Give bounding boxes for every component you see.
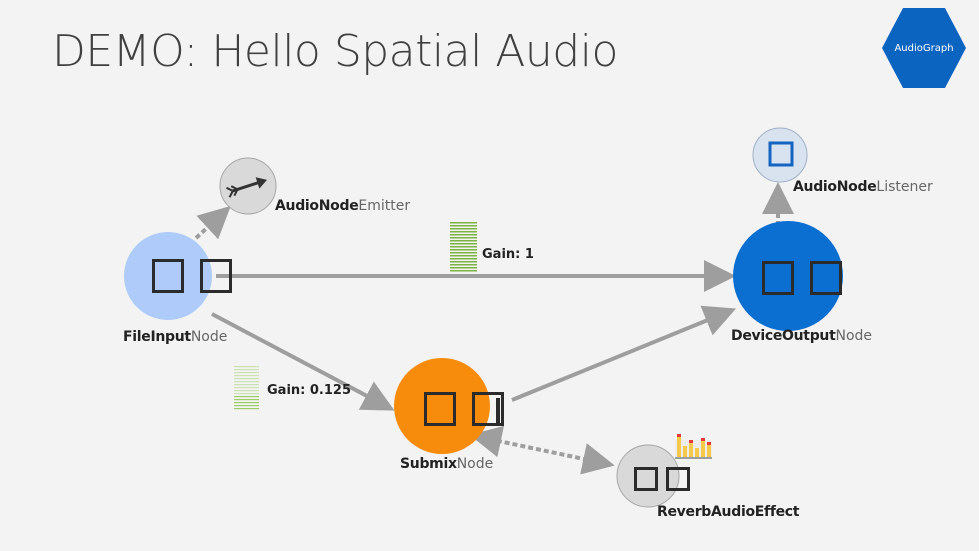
reverb-square-icon-1 [634, 467, 658, 491]
device-output-label-bold: DeviceOutput [731, 328, 836, 344]
listener-label: AudioNodeListener [793, 179, 933, 195]
fileinput-square-icon-2 [200, 259, 232, 293]
device-output-label-suffix: Node [835, 328, 873, 344]
emitter-label-bold: AudioNode [275, 198, 359, 214]
edge-fileinput-to-emitter [194, 205, 231, 240]
file-input-label-suffix: Node [190, 329, 228, 345]
reverb-label-bold: ReverbAudioEffect [657, 504, 800, 520]
edge-fileinput-to-submix [211, 312, 395, 411]
fileinput-square-icon-1 [152, 259, 184, 293]
reverb-label: ReverbAudioEffect [657, 504, 800, 520]
audiograph-badge: AudioGraph [882, 8, 966, 88]
listener-label-bold: AudioNode [793, 179, 877, 195]
audiograph-badge-label: AudioGraph [894, 42, 954, 54]
listener-label-suffix: Listener [876, 179, 933, 195]
device-output-label: DeviceOutputNode [731, 328, 872, 344]
reverb-node [616, 444, 680, 508]
gain-label-submix: Gain: 0.125 [267, 383, 351, 398]
edge-submix-to-deviceoutput [511, 305, 737, 402]
listener-square-icon [768, 141, 794, 167]
device-output-node [733, 221, 843, 331]
submix-label-bold: Submix [400, 456, 457, 472]
emitter-label-suffix: Emitter [358, 198, 411, 214]
arrow-icon [226, 177, 268, 198]
submix-cursor-bar [496, 398, 500, 424]
submix-square-icon-1 [424, 392, 456, 426]
equalizer-icon [675, 434, 712, 459]
submix-square-icon-2 [472, 392, 504, 426]
file-input-node [124, 232, 212, 320]
emitter-label: AudioNodeEmitter [275, 198, 410, 214]
file-input-label: FileInputNode [123, 329, 227, 345]
deviceoutput-square-icon-1 [762, 261, 794, 295]
deviceoutput-square-icon-2 [810, 261, 842, 295]
submix-label-suffix: Node [456, 456, 494, 472]
gain-label-main: Gain: 1 [482, 247, 534, 262]
gain-meter-main [450, 222, 477, 272]
edge-submix-reverb [469, 425, 615, 475]
slide-title: DEMO: Hello Spatial Audio [52, 26, 618, 77]
submix-node [394, 358, 490, 454]
listener-node [752, 127, 808, 183]
file-input-label-bold: FileInput [123, 329, 191, 345]
submix-label: SubmixNode [400, 456, 493, 472]
reverb-square-icon-2 [666, 467, 690, 491]
